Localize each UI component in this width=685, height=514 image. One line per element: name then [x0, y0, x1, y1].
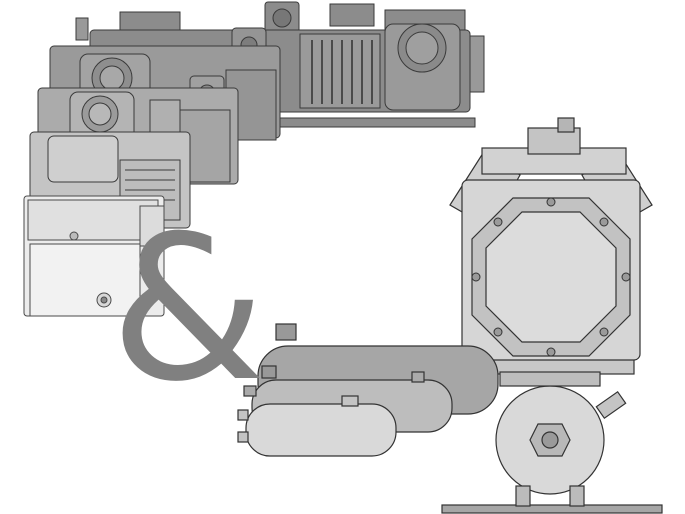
ampersand-symbol: & [110, 193, 266, 426]
cooling-fins-dark [311, 40, 373, 104]
receiver-tank-small [237, 395, 397, 457]
octagonal-compressor [441, 117, 663, 514]
compressor-stack [23, 1, 485, 317]
receiver-tanks [237, 323, 499, 457]
compressor-pale [23, 195, 165, 317]
